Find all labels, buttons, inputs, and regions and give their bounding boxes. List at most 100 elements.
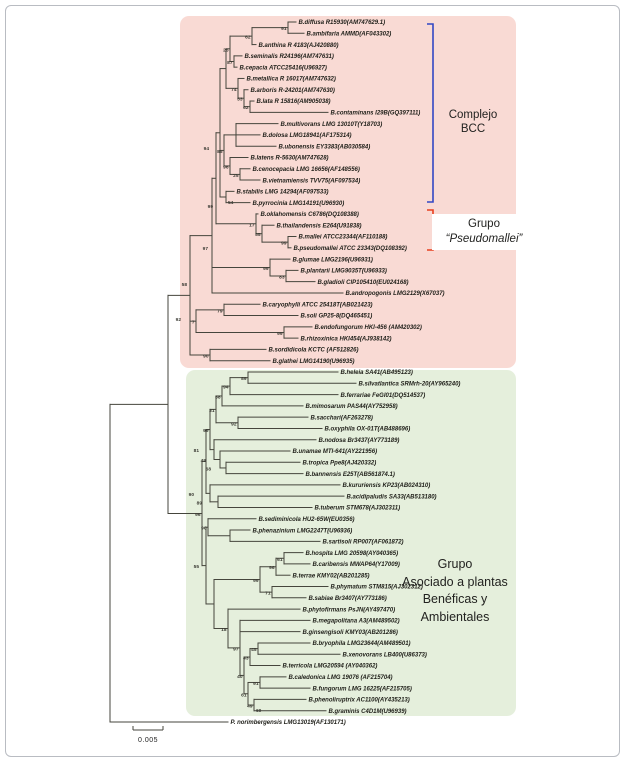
bootstrap-value: 89	[241, 376, 247, 382]
bootstrap-value: 94	[204, 146, 210, 152]
taxon-label: B.sediminicola HU2-65W(EU0356)	[259, 517, 355, 523]
taxon-label: B.phenazinium LMG2247T(U96936)	[253, 528, 353, 534]
bootstrap-value: 81	[194, 448, 200, 454]
taxon-label: B.vietnamiensis TVV75(AF097534)	[263, 178, 361, 184]
bootstrap-value: 71	[265, 591, 271, 597]
taxon-label: B.thailandensis E264(U91838)	[277, 223, 362, 229]
taxon-label: B.caribensis MWAP64(Y17009)	[313, 562, 400, 568]
taxon-label: B.sordidicola KCTC (AF512826)	[269, 348, 359, 354]
bootstrap-value: 17	[249, 222, 255, 228]
taxon-label: B.latens R-5630(AM747628)	[251, 156, 329, 162]
taxon-label: B.dolosa LMG18941(AF175314)	[263, 133, 352, 139]
taxon-label: B.sacchari(AF263278)	[311, 415, 373, 421]
taxon-label: B.caryophylli ATCC 25418T(AB021423)	[263, 302, 373, 308]
bootstrap-value: 83	[279, 275, 285, 281]
taxon-label: B.lata R 15816(AM905038)	[257, 99, 331, 105]
taxon-label: B.hospita LMG 20598(AY040365)	[306, 551, 399, 557]
bootstrap-value: 79	[217, 308, 223, 314]
bootstrap-value: 99	[277, 331, 283, 337]
taxon-label: B.multivorans LMG 13010T(Y18703)	[281, 122, 383, 128]
bootstrap-value: 25	[223, 47, 229, 53]
taxon-label: B.tuberum STM678(AJ302311)	[315, 506, 401, 512]
bootstrap-value: 55	[194, 564, 200, 570]
taxon-label: P. norimbergensis LMG13019(AF130171)	[231, 720, 346, 726]
bootstrap-value: 99	[253, 578, 259, 584]
bootstrap-value: 97	[203, 246, 209, 252]
taxon-label: B.graminis C4D1M(U96939)	[329, 709, 407, 715]
taxon-label: B.silvatlantica SRMrh-20(AY965240)	[359, 381, 461, 387]
taxon-label: B.phytofirmans PsJN(AY497470)	[303, 607, 396, 613]
bootstrap-value: 74	[231, 87, 237, 93]
bcc-bracket	[427, 23, 434, 203]
group-label-pseudomallei: Grupo “Pseudomallei”	[432, 214, 536, 250]
taxon-label: B.rhizoxinica HKI454(AJ938142)	[301, 336, 392, 342]
bootstrap-value: 55	[255, 232, 261, 238]
bootstrap-value: 18	[221, 627, 227, 633]
group-label-line: “Pseudomallei”	[445, 232, 523, 245]
bootstrap-value: 99	[208, 204, 214, 210]
taxon-label: B.oxyphila OX-01T(AB488696)	[325, 427, 411, 433]
bootstrap-value: 94	[223, 385, 229, 391]
bootstrap-value: 92	[176, 317, 182, 323]
bootstrap-value: 43	[243, 656, 249, 662]
group-label-line: Grupo	[468, 218, 500, 230]
bootstrap-value: 96	[201, 526, 207, 532]
taxon-label: B.ambifaria AMMD(AF043302)	[307, 31, 392, 37]
taxon-label: B.acidipaludis SA33(AB513180)	[347, 494, 437, 500]
bootstrap-value: 25	[233, 173, 239, 179]
taxon-label: B.plantarii LMG9035T(U96933)	[301, 269, 387, 275]
group-label-line: Grupo	[437, 557, 473, 571]
taxon-label: B.contaminans I29B(GQ397111)	[331, 111, 421, 117]
bootstrap-value: 61	[241, 692, 247, 698]
taxon-label: B.phenoliruptrix AC1100(AY435213)	[309, 698, 410, 704]
taxon-label: B.megapolitana A3(AM489502)	[313, 619, 400, 625]
taxon-label: B.sartisoli RP007(AF061872)	[323, 540, 404, 546]
bootstrap-value: 96	[195, 512, 201, 518]
taxon-label: B.ferrariae FeGl01(DQ514537)	[341, 393, 426, 399]
taxon-label: B.bannensis E25T(AB561874.1)	[306, 472, 395, 478]
taxon-label: B.anthina R 4183(AJ420880)	[259, 43, 339, 49]
group-label-line: Complejo	[448, 109, 498, 121]
taxon-label: B.soli GP25-8(DQ465451)	[301, 314, 373, 320]
bootstrap-value: 40	[237, 674, 243, 680]
taxon-label: B.unamae MTI-641(AY221956)	[293, 449, 378, 455]
taxon-label: B.heleia SA41(AB495123)	[341, 370, 413, 376]
bootstrap-value: 49	[201, 458, 207, 464]
taxon-label: B.stabilis LMG 14294(AF097533)	[237, 190, 329, 196]
pink-region	[180, 16, 516, 368]
taxon-label: B.gladioli CIP105410(EU024168)	[318, 280, 409, 286]
taxon-label: B.andropogonis LMG2129(X67037)	[346, 291, 445, 297]
taxon-label: B.glumae LMG2196(U96931)	[293, 257, 373, 263]
bootstrap-value: 91	[253, 681, 259, 687]
bootstrap-value: 68	[206, 466, 212, 472]
bootstrap-value: 99	[281, 241, 287, 247]
taxon-label: B.mallei ATCC23344(AF110188)	[299, 235, 388, 241]
bootstrap-value: 62	[245, 35, 251, 41]
group-label-line: BCC	[460, 123, 486, 136]
taxon-label: B.pseudomallei ATCC 23343(DQ108392)	[294, 246, 407, 252]
bootstrap-value: 91	[281, 26, 287, 32]
scale-bar-label: 0.005	[138, 737, 158, 744]
bootstrap-value: 58	[215, 394, 221, 400]
group-label-complejo-bcc: Complejo BCC	[436, 108, 510, 137]
taxon-label: B.phymatum STM815(AJ302312)	[331, 585, 423, 591]
group-label-line: Benéficas y	[422, 592, 488, 606]
taxon-label: B.caledonica LMG 19076 (AF215704)	[289, 675, 393, 681]
bootstrap-value: 62	[243, 105, 249, 111]
taxon-label: B.tropica Ppe8(AJ420332)	[303, 461, 377, 467]
bootstrap-value: 58	[182, 282, 188, 288]
taxon-label: B.kururiensis KP23(AB024310)	[343, 483, 431, 489]
bootstrap-value: 99	[263, 266, 269, 272]
taxon-label: B.mimosarum PAS44(AY752958)	[306, 404, 398, 410]
taxon-label: B.terricola LMG20594 (AY040362)	[283, 664, 378, 670]
green-region	[186, 370, 516, 716]
bootstrap-value: 7	[192, 320, 195, 326]
taxon-label: B.arboris R-24201(AM747630)	[251, 88, 335, 94]
bootstrap-value: 90	[189, 492, 195, 498]
bootstrap-value: 69	[256, 708, 262, 714]
bootstrap-value: 89	[197, 500, 203, 506]
bootstrap-value: 61	[277, 557, 283, 563]
bootstrap-value: 92	[231, 421, 237, 427]
group-label-plantas: Grupo Asociado a plantas Benéficas y Amb…	[392, 556, 518, 626]
